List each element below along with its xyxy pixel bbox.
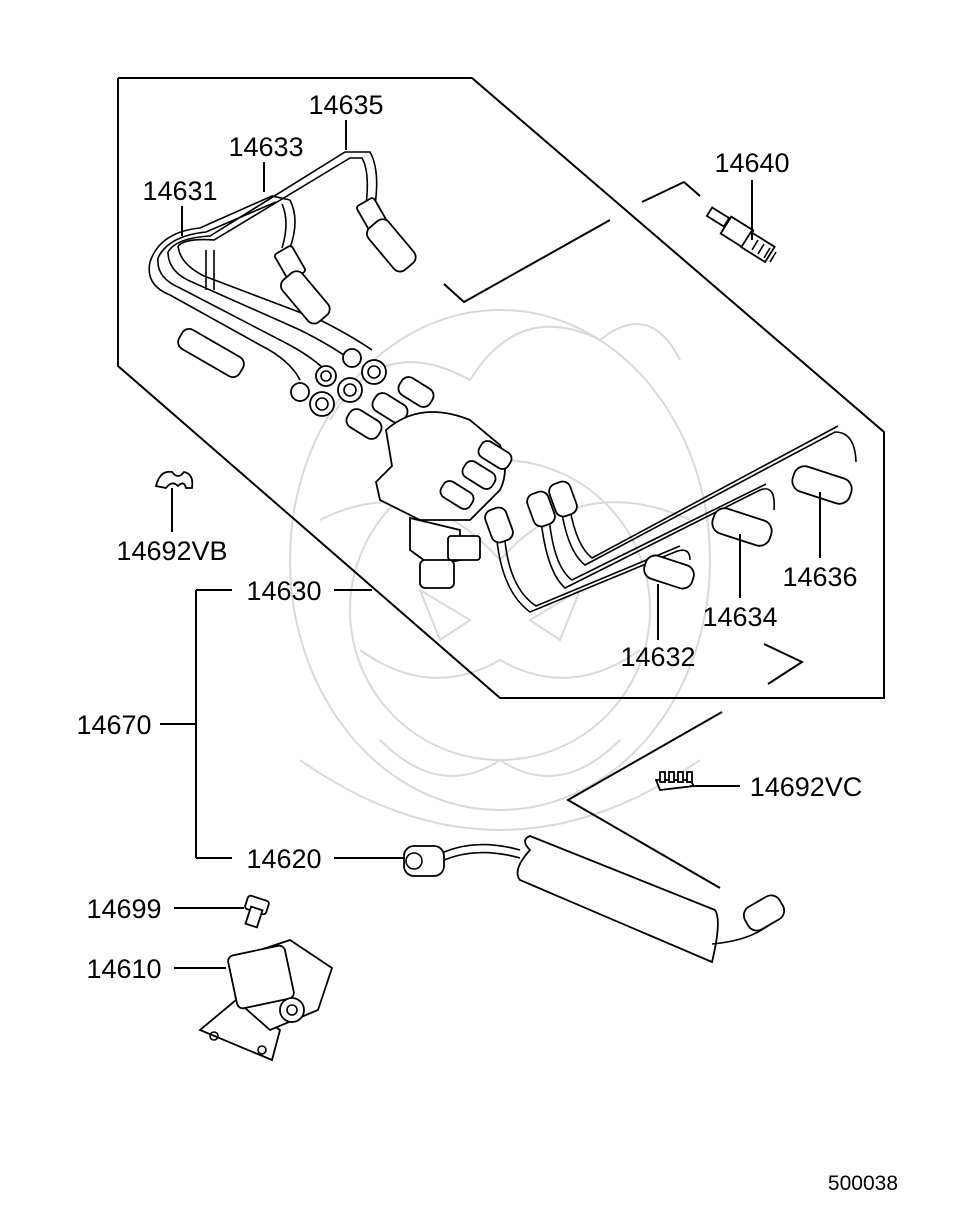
label-14631: 14631 bbox=[142, 176, 217, 206]
label-14640: 14640 bbox=[714, 148, 789, 178]
label-14670: 14670 bbox=[76, 710, 151, 740]
label-14632: 14632 bbox=[620, 642, 695, 672]
bolt bbox=[244, 894, 270, 929]
label-14620: 14620 bbox=[246, 844, 321, 874]
label-14634: 14634 bbox=[702, 602, 777, 632]
label-14699: 14699 bbox=[86, 894, 161, 924]
label-14692VC: 14692VC bbox=[750, 772, 863, 802]
coil-wire bbox=[403, 711, 786, 964]
wire-set-boundary bbox=[117, 77, 885, 699]
label-14610: 14610 bbox=[86, 954, 161, 984]
spark-plug-bracket bbox=[443, 180, 805, 685]
spark-plug bbox=[705, 206, 777, 264]
label-14635: 14635 bbox=[308, 90, 383, 120]
lower-ignition-wires bbox=[484, 425, 857, 613]
label-14636: 14636 bbox=[782, 562, 857, 592]
diagram-reference-number: 500038 bbox=[828, 1172, 898, 1195]
upper-ignition-wires bbox=[148, 151, 417, 417]
label-14633: 14633 bbox=[228, 132, 303, 162]
label-14692VB: 14692VB bbox=[116, 536, 227, 566]
label-14630: 14630 bbox=[246, 576, 321, 606]
leader-lines bbox=[160, 120, 821, 969]
wire-clamp-vc bbox=[654, 771, 696, 791]
ignition-coil bbox=[198, 939, 334, 1062]
wire-clamp-vb bbox=[154, 470, 194, 489]
distributor bbox=[345, 376, 513, 589]
